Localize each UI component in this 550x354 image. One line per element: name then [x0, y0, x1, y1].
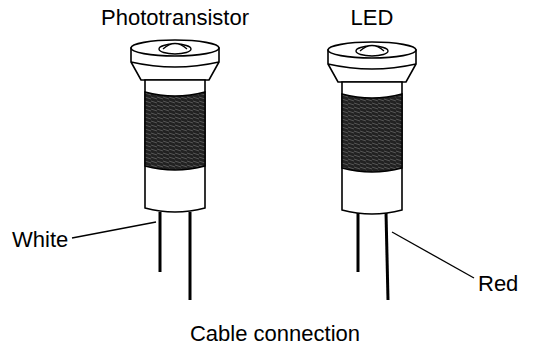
led-body — [328, 42, 416, 214]
leader-line — [392, 232, 474, 278]
wire-label: Red — [478, 272, 518, 296]
phototransistor-leads — [160, 212, 190, 300]
leader-line — [72, 222, 156, 238]
part-name: Phototransistor — [101, 6, 249, 30]
led-leads — [358, 212, 388, 300]
wire-label: White — [12, 228, 68, 252]
phototransistor-body — [131, 40, 219, 212]
caption: Cable connection — [190, 322, 360, 346]
part-name: LED — [351, 6, 394, 30]
